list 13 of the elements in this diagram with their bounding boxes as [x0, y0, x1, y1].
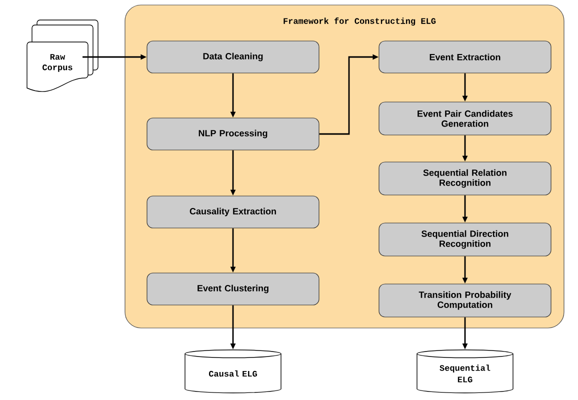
- process-box: NLP Processing: [146, 118, 320, 150]
- database-cylinder: Causal ELG: [184, 350, 282, 394]
- process-box: Event Clustering: [146, 272, 320, 306]
- process-box: Causality Extraction: [146, 196, 320, 228]
- process-box: Sequential Relation Recognition: [378, 162, 552, 196]
- process-box: Event Pair Candidates Generation: [378, 102, 552, 136]
- database-cylinder: Sequential ELG: [416, 350, 514, 394]
- process-box: Sequential Direction Recognition: [378, 222, 552, 256]
- process-box: Data Cleaning: [146, 40, 320, 74]
- process-box: Event Extraction: [378, 40, 552, 74]
- process-box: Transition Probability Computation: [378, 284, 552, 318]
- document-stack: Raw Corpus: [26, 20, 98, 92]
- panel-title: Framework for Constructing ELG: [284, 18, 436, 26]
